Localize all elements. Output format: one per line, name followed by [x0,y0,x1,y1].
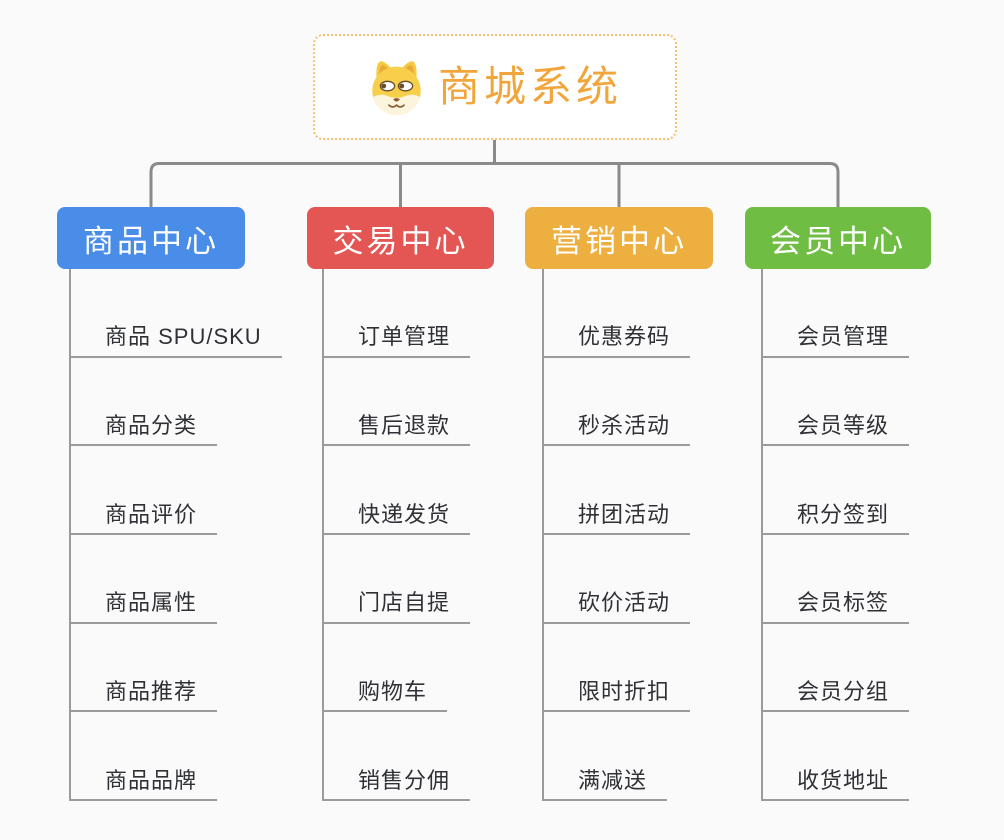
leaf-node[interactable]: 会员管理 [761,324,910,358]
leaf-node[interactable]: 积分签到 [761,502,910,536]
leaf-node[interactable]: 满减送 [542,768,668,802]
leaf-node[interactable]: 销售分佣 [322,768,471,802]
branch-trunk-line [761,269,763,799]
leaf-node[interactable]: 秒杀活动 [542,413,691,447]
branch-product-center[interactable]: 商品中心 [57,207,245,269]
leaf-node[interactable]: 商品属性 [69,590,218,624]
branch-marketing-children: 优惠券码 秒杀活动 拼团活动 砍价活动 限时折扣 满减送 [542,269,777,802]
branch-member-children: 会员管理 会员等级 积分签到 会员标签 会员分组 收货地址 [761,269,996,802]
leaf-node[interactable]: 购物车 [322,679,448,713]
branch-trade-center[interactable]: 交易中心 [307,207,494,269]
leaf-node[interactable]: 砍价活动 [542,590,691,624]
root-node[interactable]: 商城系统 [313,34,677,140]
leaf-node[interactable]: 会员分组 [761,679,910,713]
leaf-node[interactable]: 收货地址 [761,768,910,802]
branch-product-children: 商品 SPU/SKU 商品分类 商品评价 商品属性 商品推荐 商品品牌 [69,269,304,802]
leaf-node[interactable]: 商品 SPU/SKU [69,324,282,358]
branch-trunk-line [69,269,71,799]
branch-member-center[interactable]: 会员中心 [745,207,931,269]
leaf-node[interactable]: 快递发货 [322,502,471,536]
branch-trunk-line [322,269,324,799]
branch-trunk-line [542,269,544,799]
leaf-node[interactable]: 商品品牌 [69,768,218,802]
root-title: 商城系统 [437,63,622,110]
leaf-node[interactable]: 商品评价 [69,502,218,536]
leaf-node[interactable]: 售后退款 [322,413,471,447]
branch-trade-children: 订单管理 售后退款 快递发货 门店自提 购物车 销售分佣 [322,269,557,802]
leaf-node[interactable]: 拼团活动 [542,502,691,536]
leaf-node[interactable]: 限时折扣 [542,679,691,713]
leaf-node[interactable]: 门店自提 [322,590,471,624]
leaf-node[interactable]: 会员等级 [761,413,910,447]
leaf-node[interactable]: 会员标签 [761,590,910,624]
leaf-node[interactable]: 优惠券码 [542,324,691,358]
leaf-node[interactable]: 订单管理 [322,324,471,358]
branch-marketing-center[interactable]: 营销中心 [525,207,713,269]
dog-face-icon [372,61,421,116]
leaf-node[interactable]: 商品推荐 [69,679,218,713]
leaf-node[interactable]: 商品分类 [69,413,218,447]
